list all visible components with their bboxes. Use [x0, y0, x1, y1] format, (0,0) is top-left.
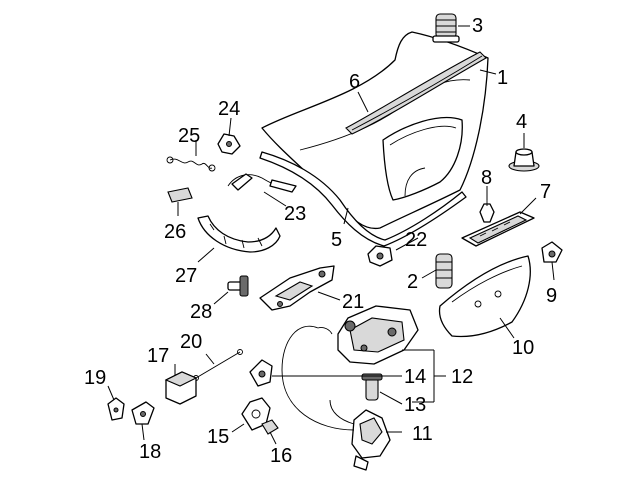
part-14-connector[interactable] — [249, 359, 273, 387]
callout-21: 21 — [342, 291, 364, 313]
callout-13: 13 — [404, 394, 426, 416]
part-15-trim[interactable] — [241, 397, 271, 431]
part-9-switch[interactable] — [541, 241, 563, 263]
callout-8: 8 — [481, 167, 492, 189]
callout-3: 3 — [472, 15, 483, 37]
callout-23: 23 — [284, 203, 306, 225]
callout-17: 17 — [147, 345, 169, 367]
callout-19: 19 — [84, 367, 106, 389]
callout-22: 22 — [405, 229, 427, 251]
callout-4: 4 — [516, 111, 527, 133]
part-3-bump-stop[interactable] — [432, 13, 460, 43]
callout-20: 20 — [180, 331, 202, 353]
callout-5: 5 — [331, 229, 342, 251]
part-12-lock-actuator[interactable] — [337, 305, 419, 365]
part-18-bracket[interactable] — [131, 401, 155, 425]
leader-lines — [107, 25, 555, 445]
part-2-spring-sleeve[interactable] — [435, 253, 453, 289]
part-25-spring[interactable] — [166, 156, 216, 172]
callout-7: 7 — [540, 181, 551, 203]
callout-27: 27 — [175, 265, 197, 287]
part-4-bumper[interactable] — [508, 148, 540, 172]
part-28-bolt[interactable] — [227, 275, 249, 297]
part-27-bracket[interactable] — [197, 215, 281, 253]
part-16-clip[interactable] — [261, 419, 279, 435]
callout-28: 28 — [190, 301, 212, 323]
part-5-weatherstrip[interactable] — [259, 151, 467, 247]
part-10-license-panel[interactable] — [438, 255, 531, 338]
callout-6: 6 — [349, 71, 360, 93]
part-19-small-bracket[interactable] — [107, 397, 125, 421]
callout-26: 26 — [164, 221, 186, 243]
callout-11: 11 — [412, 423, 433, 445]
callout-14: 14 — [404, 366, 426, 388]
part-22-stop[interactable] — [367, 245, 393, 267]
part-6-trim-strip[interactable] — [345, 51, 487, 135]
part-21-latch-bracket[interactable] — [259, 265, 335, 311]
cables — [281, 325, 355, 431]
part-11-lock[interactable] — [351, 409, 391, 471]
callout-18: 18 — [139, 441, 161, 463]
part-24-clip[interactable] — [217, 133, 241, 155]
callout-15: 15 — [207, 426, 229, 448]
callout-9: 9 — [546, 285, 557, 307]
callout-16: 16 — [270, 445, 292, 467]
callout-24: 24 — [218, 98, 240, 120]
callout-numbers: 1 2 3 4 5 6 7 8 9 10 11 12 13 14 15 16 1… — [84, 15, 557, 467]
part-20-rod[interactable] — [193, 349, 243, 381]
callout-2: 2 — [407, 271, 418, 293]
callout-1: 1 — [497, 67, 508, 89]
part-8-clip[interactable] — [479, 200, 495, 223]
part-13-cylinder[interactable] — [361, 373, 383, 401]
callout-10: 10 — [512, 337, 534, 359]
part-7-handle-cover[interactable] — [461, 211, 535, 247]
callout-25: 25 — [178, 125, 200, 147]
part-23-rod[interactable] — [227, 173, 297, 193]
callout-12: 12 — [451, 366, 473, 388]
part-26-pad[interactable] — [167, 187, 193, 203]
part-17-block[interactable] — [164, 371, 198, 405]
